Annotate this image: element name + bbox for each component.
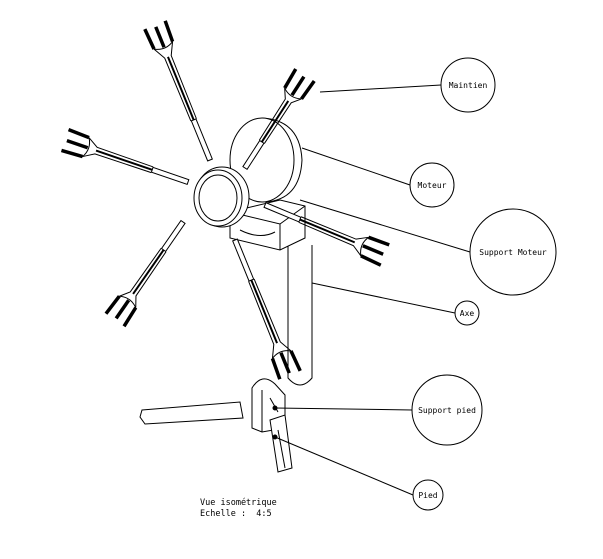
balloon-axe — [454, 300, 480, 326]
pied-part — [269, 414, 293, 473]
balloon-moteur — [409, 162, 455, 208]
leader-support-pied — [274, 407, 413, 411]
label-moteur: Moteur — [418, 181, 447, 190]
fork-blade — [263, 202, 390, 267]
balloon-maintien — [440, 57, 496, 113]
fork-blade — [143, 20, 213, 162]
fork-blade — [60, 127, 190, 186]
leader-pied — [274, 436, 414, 496]
balloon-pied — [412, 479, 444, 511]
label-support-moteur: Support Moteur — [479, 248, 547, 257]
axe-part — [287, 245, 313, 386]
label-axe: Axe — [460, 309, 475, 318]
moteur-part — [229, 117, 303, 203]
label-support-pied: Support pied — [418, 406, 476, 415]
hub-part — [193, 166, 250, 228]
leader-axe — [311, 282, 456, 314]
fork-blade — [242, 68, 316, 171]
label-maintien: Maintien — [449, 81, 488, 90]
fork-blade — [104, 219, 186, 328]
view-caption: Vue isométrique — [200, 498, 277, 508]
leader-moteur — [301, 147, 411, 186]
leader-maintien — [319, 84, 442, 93]
fork-blade — [232, 238, 302, 380]
loose-bar-part — [139, 401, 244, 425]
balloon-support-pied — [411, 374, 483, 446]
label-pied: Pied — [418, 491, 437, 500]
scale-caption: Echelle : 4:5 — [200, 509, 272, 519]
balloon-support-moteur — [469, 208, 557, 296]
leader-support-moteur — [299, 199, 471, 253]
